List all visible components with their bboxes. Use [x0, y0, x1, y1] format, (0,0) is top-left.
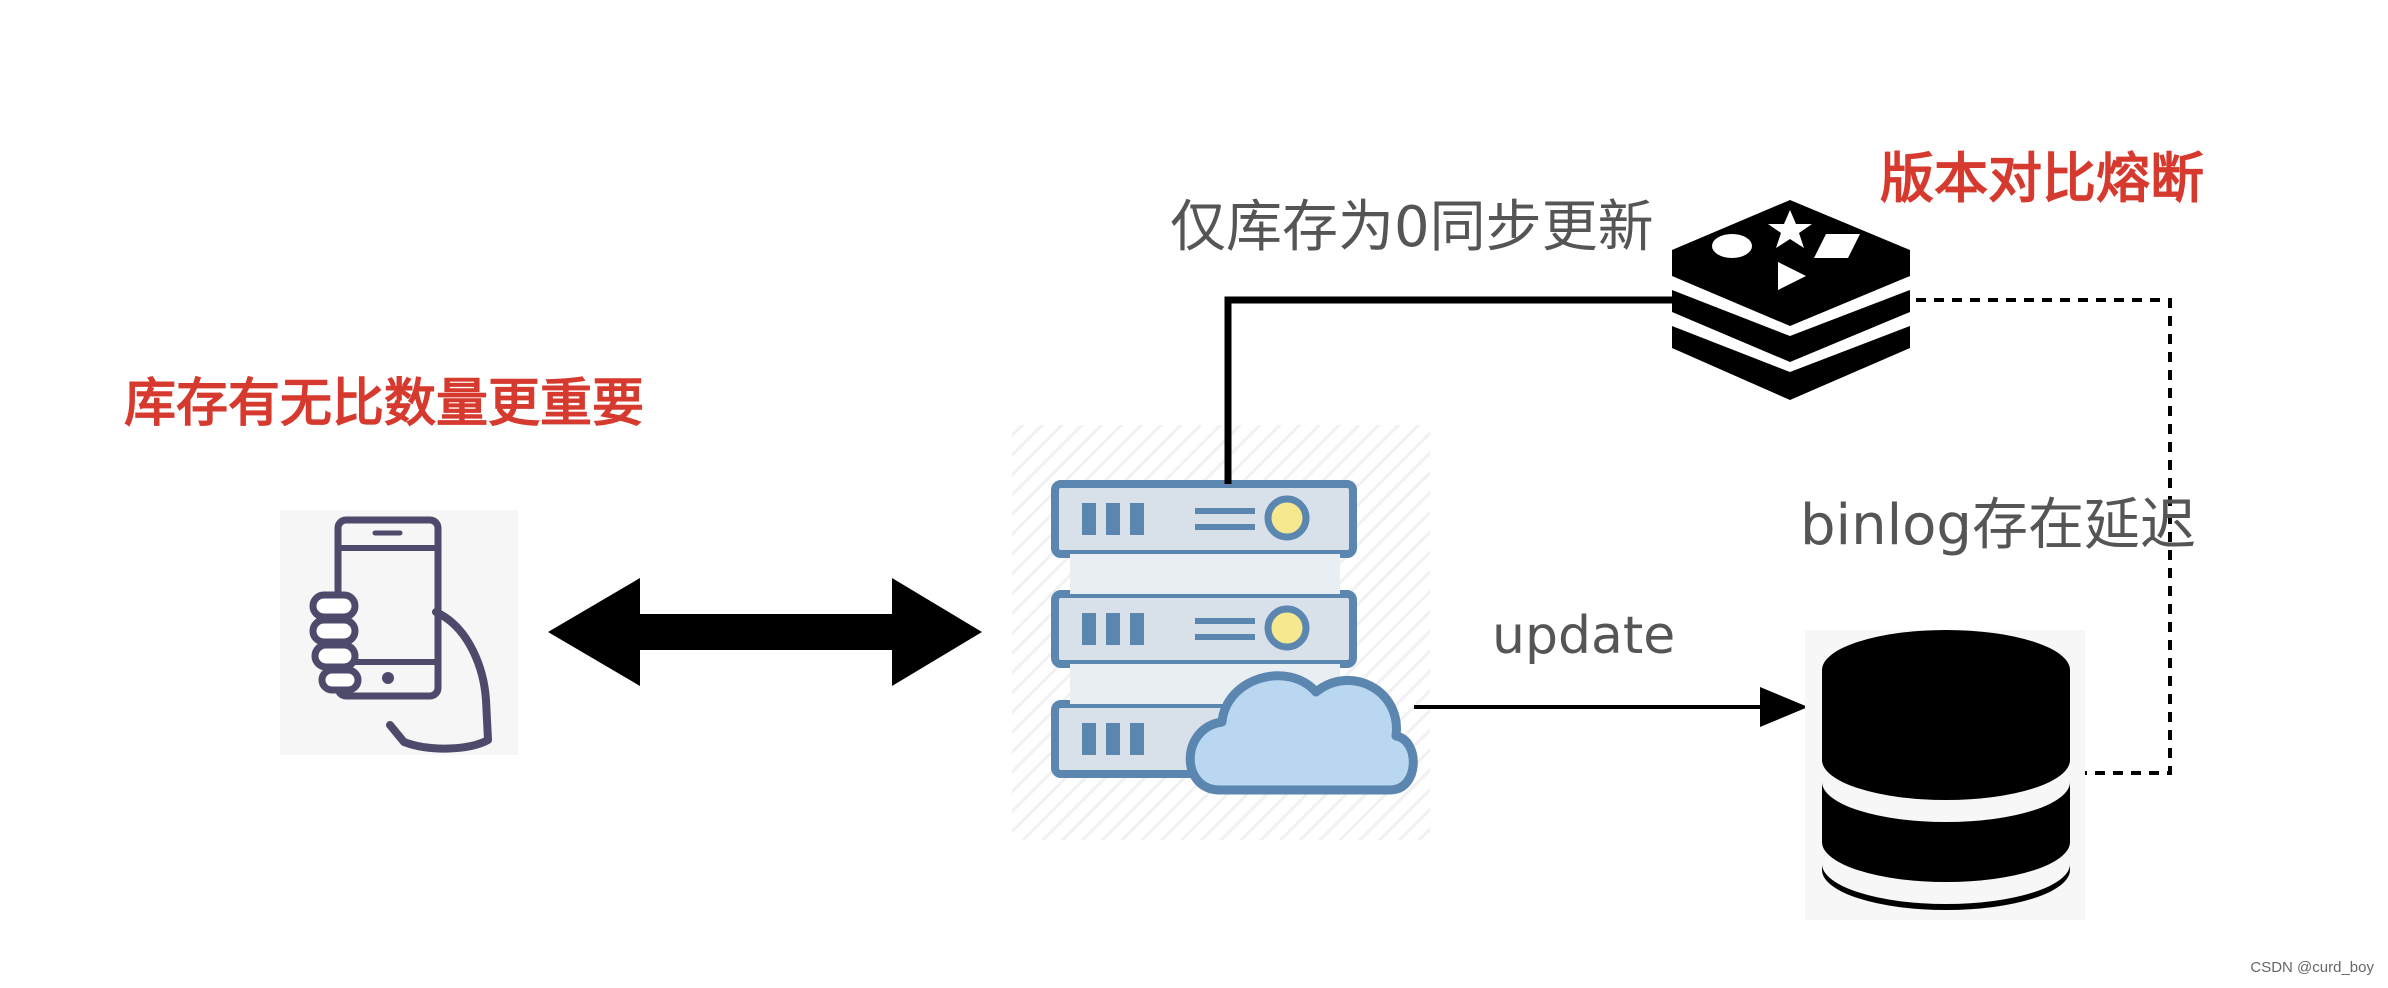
binlog-dashed-line: [1898, 298, 2172, 775]
binlog-delay-label: binlog存在延迟: [1800, 493, 2196, 558]
sync-connector-line: [1224, 296, 1676, 484]
redis-cache-icon: [1672, 200, 1910, 400]
database-icon: [1805, 630, 2085, 920]
watermark: CSDN @curd_boy: [2250, 959, 2374, 976]
inventory-priority-label: 库存有无比数量更重要: [124, 374, 645, 434]
bidirectional-arrow: [548, 578, 982, 686]
server-cloud-icon: [1012, 425, 1430, 840]
phone-hand-icon: [280, 510, 518, 755]
sync-update-label: 仅库存为0同步更新: [1170, 195, 1654, 260]
version-breaker-label: 版本对比熔断: [1880, 147, 2204, 210]
update-label: update: [1492, 606, 1676, 666]
